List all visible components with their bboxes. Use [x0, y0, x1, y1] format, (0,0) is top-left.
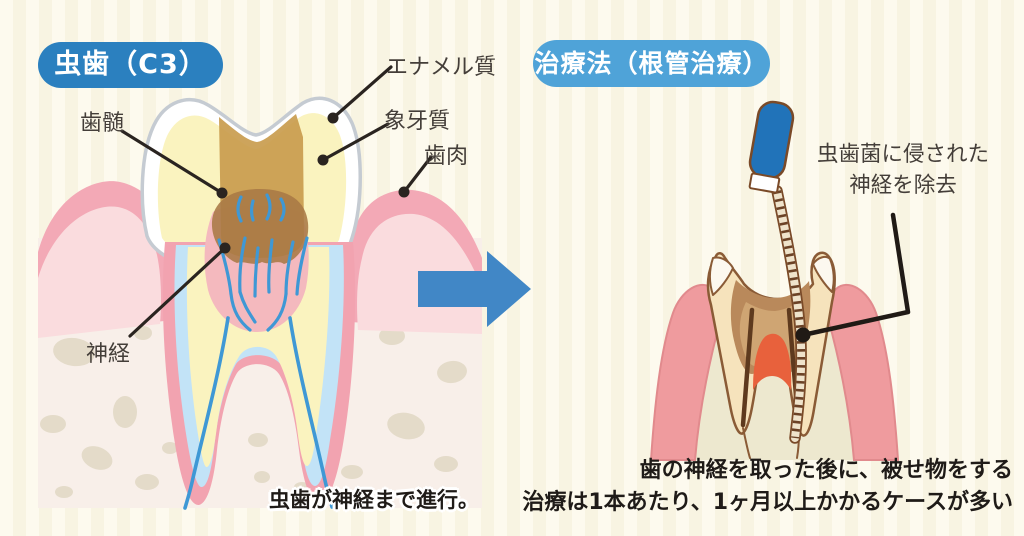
- gum-right: [348, 189, 482, 334]
- treatment-annotation-line1: 虫歯菌に侵された: [816, 142, 989, 167]
- left-tooth-illustration: [38, 65, 482, 510]
- right-arrow-icon: [418, 251, 531, 327]
- treatment-caption-line2: 治療は1本あたり、1ヶ月以上かかるケースが多い: [522, 489, 1013, 515]
- nerve-branches: [183, 193, 334, 510]
- label-nerve: 神経: [86, 342, 131, 367]
- label-pulp: 歯髄: [80, 111, 125, 136]
- enamel-cusps: [709, 255, 835, 296]
- treatment-callout: [795, 212, 911, 343]
- treatment-caption-line1: 歯の神経を取った後に、被せ物をする: [639, 458, 1013, 483]
- leader-gum: [398, 155, 433, 198]
- cavity-stage-badge: 虫歯（C3）: [38, 42, 223, 88]
- treated-tooth-illustration: [649, 100, 911, 461]
- inflamed-area: [753, 333, 792, 390]
- leader-pulp: [120, 129, 228, 199]
- label-enamel: エナメル質: [386, 55, 497, 80]
- treatment-caption: 歯の神経を取った後に、被せ物をする 治療は1本あたり、1ヶ月以上かかるケースが多…: [522, 455, 1013, 518]
- caption-cavity-progress: 虫歯が神経まで進行。: [269, 488, 479, 512]
- label-leader-lines: [120, 65, 433, 338]
- leader-dentin: [317, 122, 390, 166]
- treatment-annotation: 虫歯菌に侵された 神経を除去: [801, 139, 1005, 201]
- leader-nerve: [128, 242, 231, 338]
- label-gum: 歯肉: [424, 144, 469, 169]
- leader-enamel: [327, 65, 393, 124]
- treatment-annotation-line2: 神経を除去: [849, 173, 957, 198]
- gum-left: [38, 181, 175, 338]
- file-handle: [748, 100, 795, 194]
- treatment-badge: 治療法（根管治療）: [533, 40, 770, 87]
- label-dentin: 象牙質: [384, 109, 451, 134]
- treated-gum-right: [825, 283, 900, 461]
